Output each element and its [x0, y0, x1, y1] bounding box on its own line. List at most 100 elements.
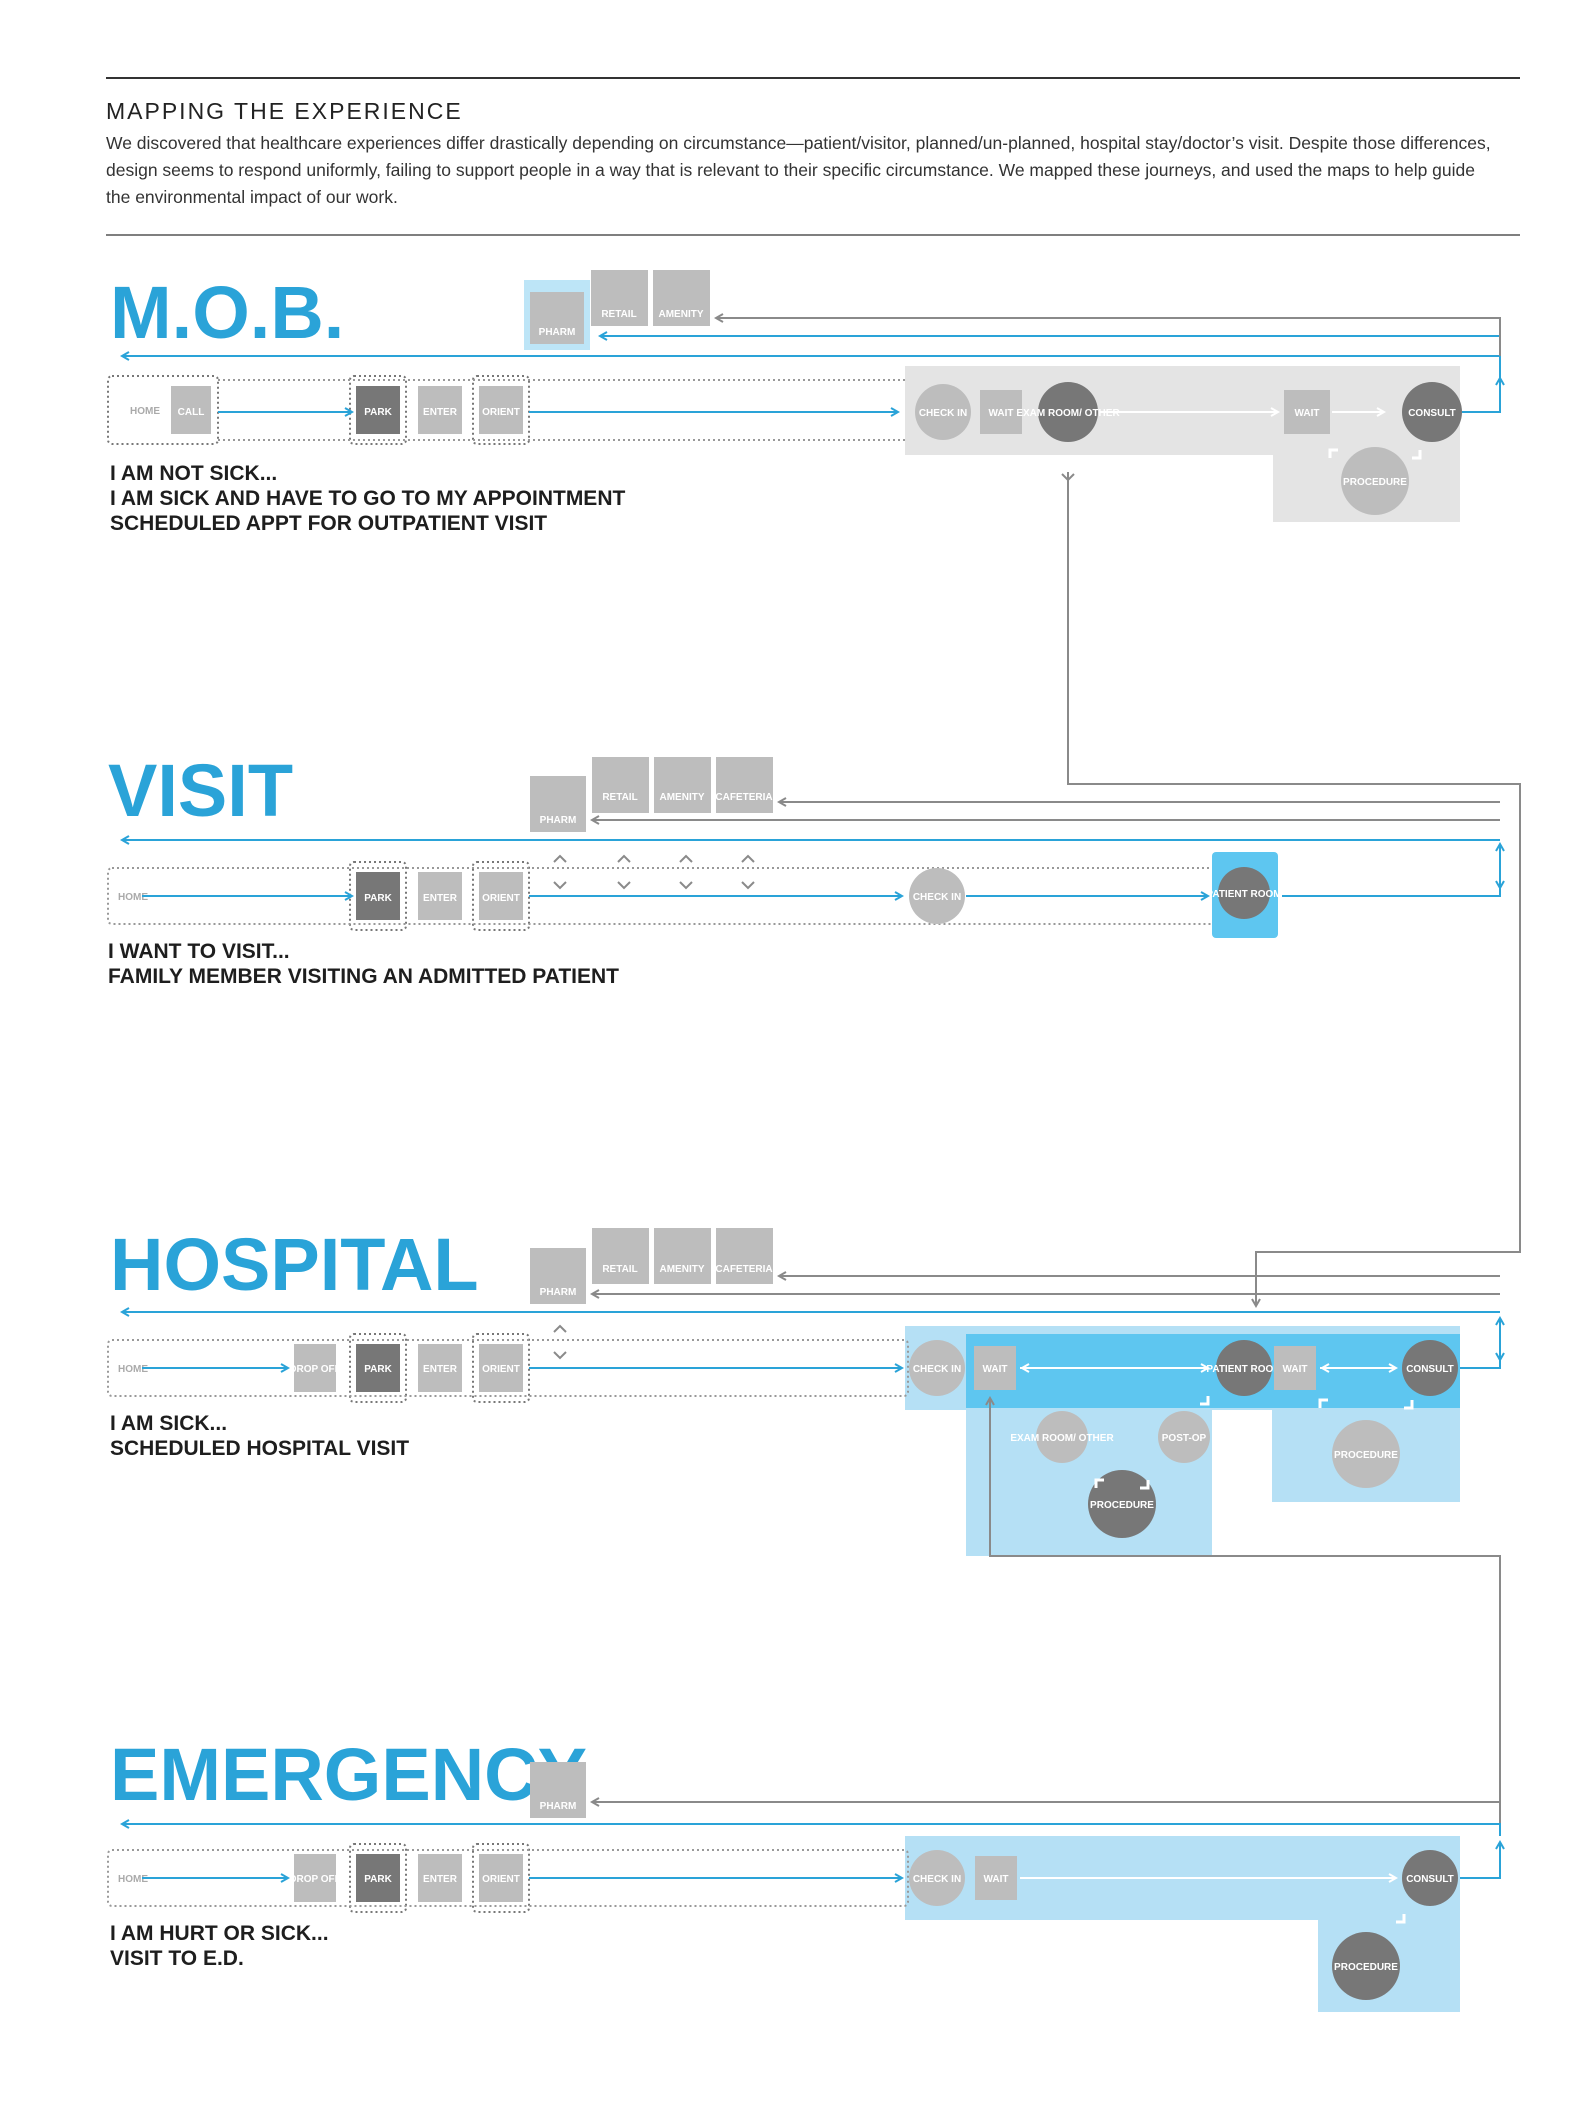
section-mob: M.O.B. PHARM RETAIL AMENITY HOME CALL PA…: [107, 270, 1521, 1306]
node-label: DROP OFF: [289, 1364, 340, 1375]
node-label: ORIENT: [482, 407, 520, 418]
intro-paragraph: We discovered that healthcare experience…: [106, 133, 1491, 207]
node-dropoff: [294, 1344, 336, 1392]
page-title: MAPPING THE EXPERIENCE: [106, 98, 463, 124]
node-postop: [1158, 1411, 1210, 1463]
node-label: CAFETERIA: [715, 1264, 772, 1275]
node-checkin: [909, 1340, 965, 1396]
node-label: ENTER: [423, 407, 458, 418]
node-enter: [418, 872, 462, 920]
section-emergency: EMERGENCY PHARM HOME DROP OFF PARK ENTER…: [107, 1733, 1500, 2012]
node-label: WAIT: [1283, 1364, 1308, 1375]
node-procedure: [1341, 447, 1409, 515]
caption-hospital-1: I AM SICK...: [110, 1412, 227, 1435]
section-title-emergency: EMERGENCY: [110, 1733, 587, 1816]
node-wait-2: [1274, 1346, 1316, 1390]
node-enter: [418, 1854, 462, 1902]
amenity-box-retail: [591, 270, 648, 326]
section-title-hospital: HOSPITAL: [110, 1223, 479, 1306]
node-label: WAIT: [983, 1364, 1008, 1375]
amenity-box-pharm: [530, 292, 584, 344]
section-title-visit: VISIT: [108, 749, 293, 832]
node-exam-room: [1036, 1411, 1088, 1463]
node-orient: [479, 1854, 523, 1902]
chevrons: [553, 1324, 567, 1360]
caption-mob-1: I AM NOT SICK...: [110, 462, 277, 485]
group-home-call: [107, 375, 219, 445]
node-label: RETAIL: [601, 309, 636, 320]
node-label: PROCEDURE: [1334, 1450, 1398, 1461]
amenity-box-retail: [592, 1228, 649, 1284]
node-label: WAIT: [1295, 408, 1320, 419]
amenity-box-amenity: [654, 1228, 711, 1284]
node-patient-room: [1216, 1340, 1272, 1396]
node-procedure-1: [1088, 1470, 1156, 1538]
node-consult: [1402, 1340, 1458, 1396]
node-label: DROP OFF: [289, 1874, 340, 1885]
node-label: PHARM: [540, 815, 577, 826]
chevrons: [553, 854, 755, 890]
amenity-box-retail: [592, 757, 649, 813]
node-park: [356, 1344, 400, 1392]
caption-emergency-1: I AM HURT OR SICK...: [110, 1922, 329, 1945]
amenity-box-cafeteria: [716, 1228, 773, 1284]
node-label: CHECK IN: [919, 408, 967, 419]
caption-visit-2: FAMILY MEMBER VISITING AN ADMITTED PATIE…: [108, 965, 619, 988]
node-label: PATIENT ROOM: [1206, 1364, 1281, 1375]
node-home: HOME: [118, 1874, 148, 1885]
node-label: CHECK IN: [913, 892, 961, 903]
node-label: PHARM: [540, 1287, 577, 1298]
node-home: HOME: [118, 892, 148, 903]
node-orient: [479, 1344, 523, 1392]
node-label: POST-OP: [1162, 1433, 1207, 1444]
node-checkin: [915, 384, 971, 440]
amenity-box-pharm: [530, 776, 586, 832]
node-label: CHECK IN: [913, 1874, 961, 1885]
node-label: ENTER: [423, 893, 458, 904]
caption-hospital-2: SCHEDULED HOSPITAL VISIT: [110, 1437, 409, 1460]
node-park: [356, 1854, 400, 1902]
node-label: CONSULT: [1406, 1364, 1454, 1375]
node-consult: [1402, 382, 1462, 442]
node-patient-room: [1218, 867, 1270, 919]
node-label: PHARM: [539, 327, 576, 338]
node-wait-1: [980, 390, 1022, 434]
node-label: CHECK IN: [913, 1364, 961, 1375]
group-hospital-row: [107, 1339, 909, 1397]
node-label: PARK: [364, 1364, 392, 1375]
node-procedure: [1332, 1932, 1400, 2000]
node-label: PARK: [364, 407, 392, 418]
node-label: EXAM ROOM/ OTHER: [1010, 1433, 1114, 1444]
node-label: PROCEDURE: [1090, 1500, 1154, 1511]
node-label: AMENITY: [660, 792, 705, 803]
amenity-box-amenity: [653, 270, 710, 326]
node-dropoff: [294, 1854, 336, 1902]
node-orient: [479, 386, 523, 434]
amenity-box-pharm: [530, 1248, 586, 1304]
amenity-box-amenity: [654, 757, 711, 813]
node-home: HOME: [118, 1364, 148, 1375]
node-label: CONSULT: [1406, 1874, 1454, 1885]
node-park: [356, 872, 400, 920]
section-hospital: HOSPITAL PHARM RETAIL AMENITY CAFETERIA …: [107, 1223, 1500, 1836]
node-label: ORIENT: [482, 893, 520, 904]
node-procedure-2: [1332, 1420, 1400, 1488]
node-label: PARK: [364, 893, 392, 904]
caption-visit-1: I WANT TO VISIT...: [108, 940, 290, 963]
node-wait-2: [1284, 390, 1330, 434]
node-consult: [1402, 1850, 1458, 1906]
amenity-box-cafeteria: [716, 757, 773, 813]
node-label: RETAIL: [602, 792, 637, 803]
node-orient: [479, 872, 523, 920]
caption-mob-2: I AM SICK AND HAVE TO GO TO MY APPOINTME…: [110, 487, 625, 510]
node-park: [356, 386, 400, 434]
section-visit: VISIT PHARM RETAIL AMENITY CAFETERIA HOM…: [107, 749, 1500, 988]
node-home: HOME: [130, 406, 160, 417]
node-label: CALL: [178, 407, 205, 418]
node-label: WAIT: [984, 1874, 1009, 1885]
node-label: PROCEDURE: [1334, 1962, 1398, 1973]
node-enter: [418, 386, 462, 434]
node-enter: [418, 1344, 462, 1392]
node-label: EXAM ROOM/ OTHER: [1016, 408, 1120, 419]
